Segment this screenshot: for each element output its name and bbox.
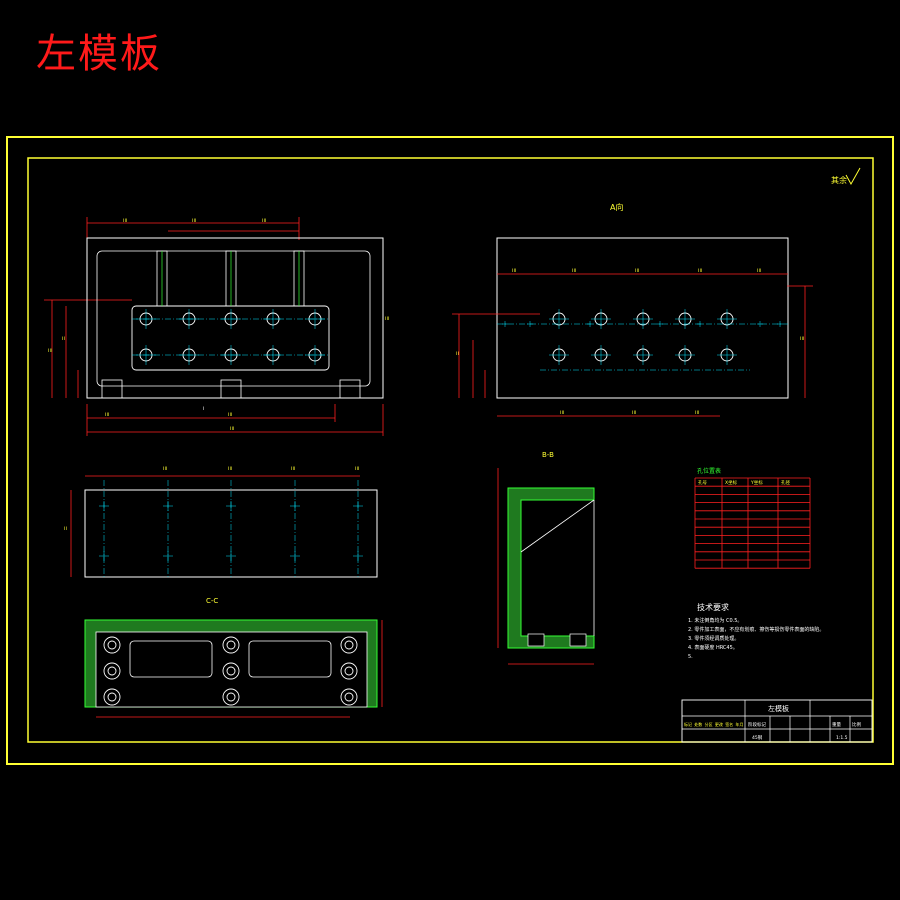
counterbore-hole [222,662,240,680]
hole [107,666,117,676]
svg-text:ⵏⵏ: ⵏⵏ [64,526,67,532]
page-title: 左模板 [36,31,162,77]
hole-table: 孔位置表 孔号 X坐标 Y坐标 孔径 [694,467,811,569]
view-a-label: A向 [610,202,623,212]
hole [226,692,236,702]
svg-text:ⵏⵏⵏ: ⵏⵏⵏ [105,412,109,418]
main-view-holes [136,309,325,365]
title-block-col-2: 重量 [832,721,841,728]
middle-left-holes [99,480,363,577]
hole [344,640,354,650]
svg-text:ⵏⵏⵏ: ⵏⵏⵏ [123,218,127,224]
svg-text:ⵏⵏⵏ: ⵏⵏⵏ [695,410,699,416]
svg-text:ⵏⵏⵏ: ⵏⵏⵏ [757,268,761,274]
tech-req-item-3: 3. 零件须经调质处理。 [688,635,739,642]
title-block-col-3: 比例 [852,721,861,728]
view-b-label: B-B [542,451,554,459]
svg-text:ⵏⵏⵏ: ⵏⵏⵏ [230,426,234,432]
roughness-label: 其余 [831,175,847,185]
svg-text:ⵏⵏⵏ: ⵏⵏⵏ [48,348,52,354]
title-block-header: 标记 [684,721,692,727]
title-block-material: 45钢 [752,734,763,741]
title-block-header: 年月 [736,721,744,727]
section-c-c: C-C [84,597,383,718]
title-block-header: 更改 [715,721,723,727]
title-block-scale: 1:1.5 [836,735,848,741]
svg-text:ⵏⵏⵏ: ⵏⵏⵏ [698,268,702,274]
tech-req-item-4: 4. 表面硬度 HRC45。 [688,644,738,651]
section-c-holes [103,636,358,706]
counterbore-hole [340,662,358,680]
hole-table-header: 孔号 [698,479,707,486]
svg-text:ⵏⵏⵏ: ⵏⵏⵏ [163,466,167,472]
svg-text:ⵏⵏⵏ: ⵏⵏⵏ [228,412,232,418]
title-block-header: 分区 [705,721,713,727]
tech-req-item-5: 5. [688,654,693,660]
svg-text:ⵏⵏⵏ: ⵏⵏⵏ [512,268,516,274]
svg-text:ⵏⵏⵏ: ⵏⵏⵏ [635,268,639,274]
main-view: ⵏⵏⵏ ⵏⵏⵏ ⵏⵏⵏ ⵏⵏⵏ ⵏⵏ ⵏⵏⵏ ⵏⵏⵏ ⵏⵏⵏ ⵏⵏⵏ [44,217,389,436]
view-c-label: C-C [206,597,218,605]
tech-req-item-1: 1. 未注倒角均为 C0.5。 [688,617,742,624]
hole-table-header: 孔径 [781,479,790,486]
hole-table-title: 孔位置表 [697,467,721,475]
counterbore-hole [340,688,358,706]
svg-text:ⵏⵏⵏ: ⵏⵏⵏ [355,466,359,472]
svg-text:ⵏⵏⵏ: ⵏⵏⵏ [800,336,804,342]
hole [226,640,236,650]
hole [344,692,354,702]
svg-text:ⵏⵏⵏ: ⵏⵏⵏ [560,410,564,416]
outer-border [6,136,894,765]
hole [107,640,117,650]
counterbore-hole [103,662,121,680]
title-block-header: 处数 [694,721,702,727]
hole [107,692,117,702]
hole [344,666,354,676]
tech-req-item-2: 2. 零件加工表面，不应有划痕、擦伤等损伤零件表面的缺陷。 [688,626,824,633]
hole [226,666,236,676]
tech-req-title: 技术要求 [697,602,729,612]
tech-requirements: 技术要求 1. 未注倒角均为 C0.5。 2. 零件加工表面，不应有划痕、擦伤等… [688,602,824,660]
title-block-part-name: 左模板 [768,704,789,713]
svg-text:ⵏⵏⵏ: ⵏⵏⵏ [228,466,232,472]
title-block-header: 签名 [725,721,733,727]
hole-table-header: Y坐标 [750,479,763,486]
counterbore-hole [222,688,240,706]
counterbore-hole [103,688,121,706]
svg-text:ⵏⵏⵏ: ⵏⵏⵏ [572,268,576,274]
middle-left-view: ⵏⵏⵏ ⵏⵏⵏ ⵏⵏⵏ ⵏⵏⵏ ⵏⵏ [64,466,378,578]
hole-table-header: X坐标 [725,479,738,486]
counterbore-hole [340,636,358,654]
title-block-col-1: 阶段标记 [748,721,766,728]
svg-text:ⵏⵏ: ⵏⵏ [62,336,65,342]
counterbore-hole [103,636,121,654]
svg-text:ⵏ: ⵏ [203,406,204,412]
inner-border [27,157,874,743]
svg-text:ⵏⵏⵏ: ⵏⵏⵏ [385,316,389,322]
title-block: 左模板 阶段标记 重量 比例 45钢 1:1.5 标记处数分区更改签名年月 [681,699,873,743]
svg-text:ⵏⵏ: ⵏⵏ [456,351,459,357]
svg-text:ⵏⵏⵏ: ⵏⵏⵏ [632,410,636,416]
svg-text:ⵏⵏⵏ: ⵏⵏⵏ [192,218,196,224]
svg-text:ⵏⵏⵏ: ⵏⵏⵏ [291,466,295,472]
roughness-symbol: 其余 [831,167,861,186]
section-b-b: B-B [497,451,595,665]
view-a-holes [502,309,783,365]
counterbore-hole [222,636,240,654]
svg-text:ⵏⵏⵏ: ⵏⵏⵏ [262,218,266,224]
